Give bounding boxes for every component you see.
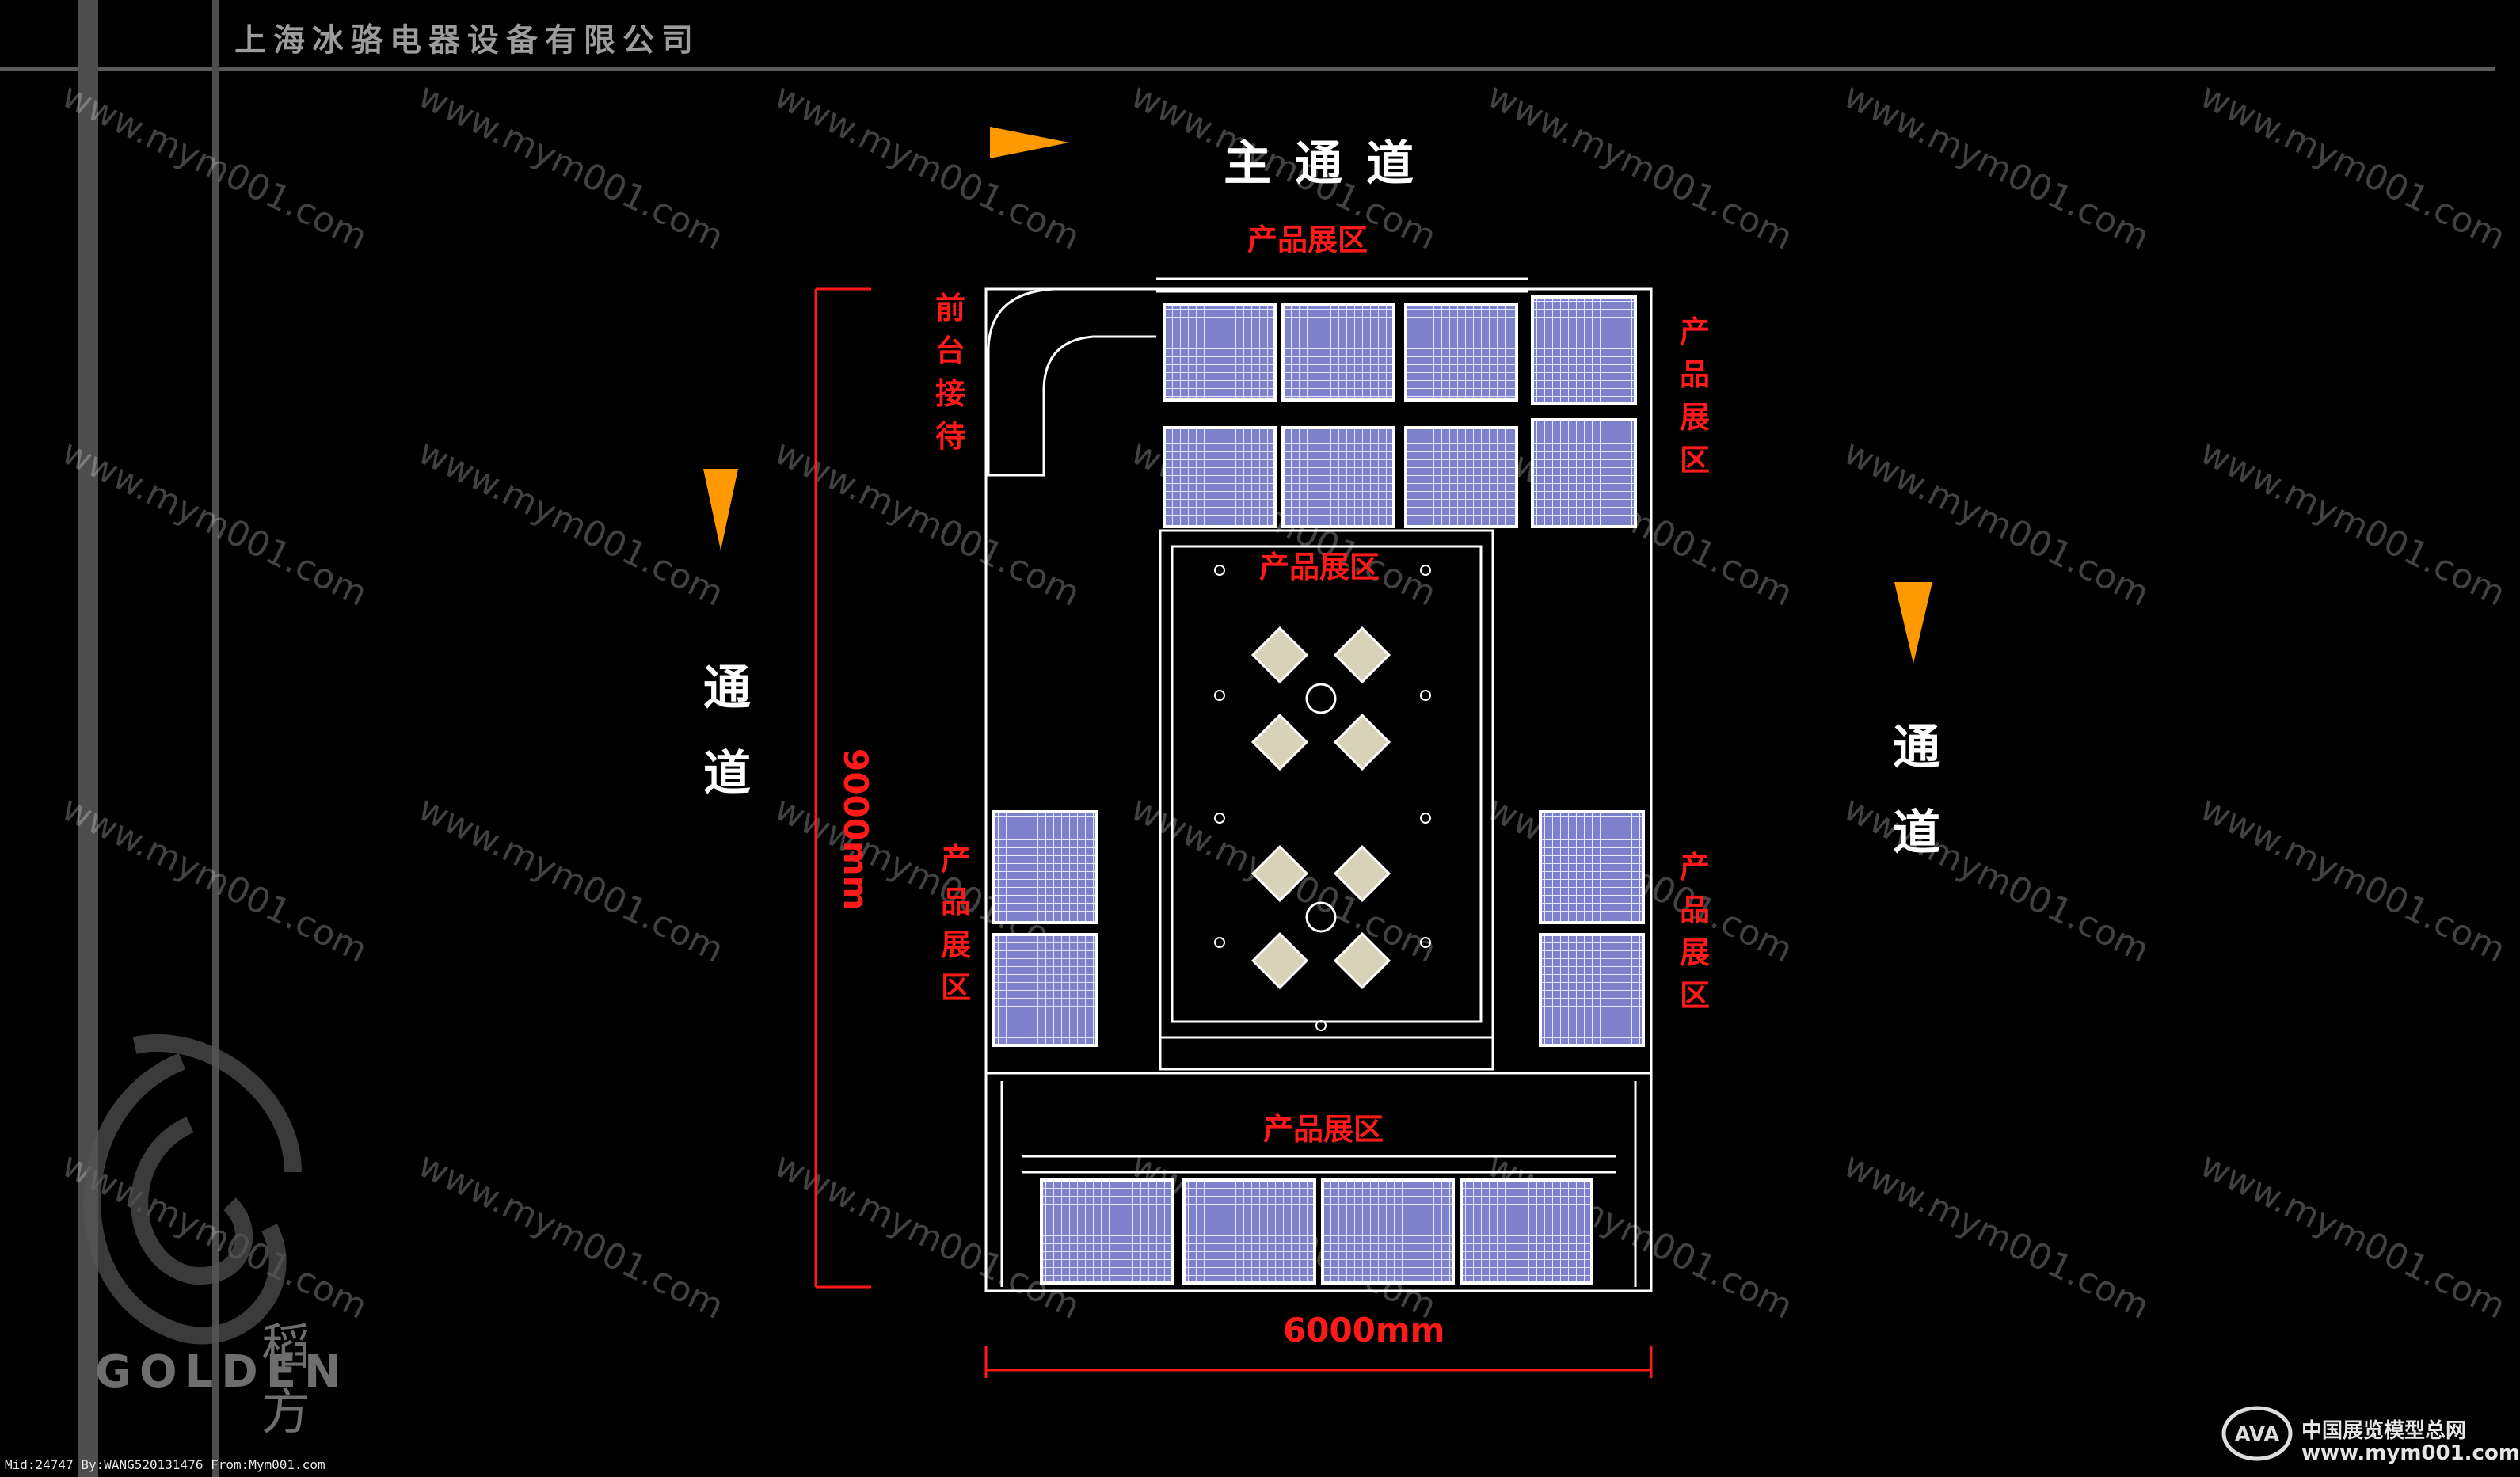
footer-site-url: www.mym001.com [2301,1441,2520,1465]
footer-site-name: 中国展览模型总网 [2301,1419,2467,1443]
arrows [703,127,1932,664]
footer-meta: Mid:24747 By:WANG520131476 From:Mym001.c… [5,1457,325,1472]
chair [1333,844,1391,903]
chair [1250,844,1309,903]
label-char: 品 [940,885,971,919]
display-fridge [1163,426,1277,528]
right-aisle-label: 通 道 [1889,705,1944,876]
pillar-marker [1214,937,1225,948]
brand-cn-char: 方 [261,1383,311,1441]
top-rack-lines [1156,277,1528,293]
display-fridge [1539,810,1645,924]
left-bar-2 [212,0,219,1477]
label-char: 展 [1679,400,1710,435]
seating-group [1214,565,1431,1031]
dimension-lines [814,287,1653,1378]
arrow-right-icon [990,127,1069,158]
aisle-char: 通 [1893,720,1940,775]
chair [1333,626,1391,684]
main-aisle-label: 主通道 [1224,136,1437,192]
pillar-marker [1420,937,1431,948]
arrow-down-icon [703,469,738,550]
label-char: 展 [940,927,971,962]
display-fridge [1182,1178,1316,1285]
label-char: 区 [1679,443,1710,478]
display-fridge [1404,303,1518,402]
pillar-marker [1214,565,1225,576]
display-fridge [1281,426,1395,528]
fridge-group [992,295,1645,1285]
label-char: 区 [940,970,971,1005]
brand-cn: 稻 方 [261,1315,317,1445]
pillar-marker [1214,813,1225,824]
pillar-marker [1315,1020,1327,1031]
height-dimension: 9000mm [836,748,875,911]
display-fridge [992,933,1098,1047]
label-char: 品 [1679,893,1710,927]
arrow-down-icon [1894,582,1932,664]
chair [1250,931,1309,990]
product-zone-right-mid: 产 品 展 区 [1676,846,1714,1017]
chair [1333,713,1391,771]
brand-cn-char: 稻 [261,1318,311,1376]
aisle-char: 通 [703,660,751,716]
label-char: 前 [935,291,965,325]
product-zone-left-mid: 产 品 展 区 [937,838,975,1009]
svg-text:AVA: AVA [2235,1423,2280,1447]
display-fridge [1531,295,1637,405]
display-fridge [1539,933,1645,1047]
display-fridge [1531,418,1637,528]
label-char: 展 [1679,935,1710,970]
chair [1250,626,1309,684]
display-fridge [1281,303,1395,402]
header-rule [0,67,2495,71]
label-char: 产 [940,842,971,877]
product-zone-upper-middle: 产品展区 [1259,550,1380,584]
label-char: 台 [935,333,965,368]
booth-outline [984,287,1653,1292]
pillar-marker [1420,565,1431,576]
label-char: 品 [1679,357,1710,392]
display-fridge [1460,1178,1593,1285]
pillar-marker [1214,690,1225,701]
display-fridge [1163,303,1277,402]
width-dimension: 6000mm [1283,1311,1445,1349]
label-char: 接 [935,376,965,411]
product-zone-right-top: 产 品 展 区 [1676,310,1714,482]
display-fridge [1040,1178,1174,1285]
label-char: 区 [1679,978,1710,1013]
brand-golden: GOLDEN [95,1346,349,1398]
label-char: 待 [935,419,965,454]
front-desk-label: 前 台 接 待 [931,287,969,458]
label-char: 产 [1679,850,1710,885]
display-fridge [1321,1178,1455,1285]
chair [1250,713,1309,771]
left-aisle-label: 通 道 [699,645,755,817]
company-name: 上海冰骆电器设备有限公司 [234,22,700,59]
product-zone-top: 产品展区 [1247,223,1368,257]
display-fridge [1404,426,1518,528]
chair [1333,931,1391,990]
display-fridge [992,810,1098,924]
pillar-marker [1420,813,1431,824]
aisle-char: 道 [1893,805,1940,861]
table [1305,683,1337,714]
golden-logo-icon [83,1034,302,1345]
label-char: 产 [1679,314,1710,349]
table [1305,901,1337,933]
ava-logo-icon: AVA [2221,1406,2293,1461]
product-zone-bottom: 产品展区 [1263,1112,1384,1147]
pillar-marker [1420,690,1431,701]
aisle-char: 道 [703,746,751,801]
